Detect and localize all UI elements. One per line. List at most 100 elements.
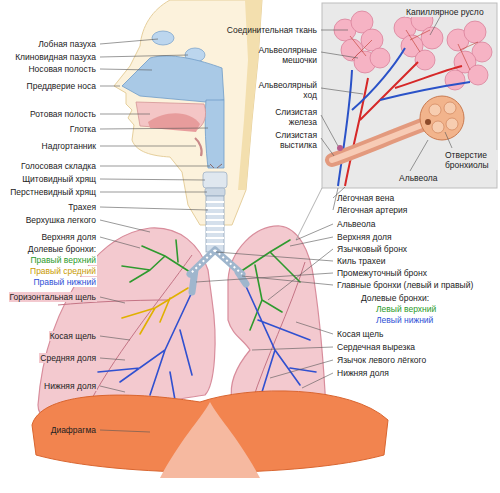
drawing-part <box>244 282 316 392</box>
drawing-part <box>100 220 150 232</box>
thyroid-cartilage <box>203 172 227 188</box>
part-label: Лёгочная артерия <box>336 205 408 215</box>
inset-panel <box>322 3 497 188</box>
vocal-fold <box>210 164 222 168</box>
part-label: Нижняя доля <box>43 381 97 391</box>
part-label: Долевые бронхи: <box>27 244 97 254</box>
part-label: Щитовидный хрящ <box>21 174 97 184</box>
drawing-part <box>100 39 158 44</box>
drawing-part <box>100 69 152 70</box>
part-label: Глотка <box>69 124 97 134</box>
alveolar-sacs <box>334 9 492 90</box>
part-label: Альвеолярный ход <box>248 80 318 100</box>
mucosa <box>332 122 430 160</box>
part-label: Язычок левого лёгкого <box>336 355 427 365</box>
drawing-part <box>100 114 150 115</box>
part-label: Правый верхний <box>29 255 97 265</box>
drawing-part <box>100 86 120 87</box>
drawing-part <box>100 336 130 340</box>
drawing-part <box>446 118 458 130</box>
drawing-part <box>321 88 363 94</box>
trachea-tube <box>206 196 224 252</box>
part-label: Правый средний <box>29 266 97 276</box>
part-label: Преддверие носа <box>26 81 97 91</box>
drawing-part <box>445 132 452 148</box>
part-label: Носовая полость <box>27 64 97 74</box>
drawing-part <box>410 140 428 171</box>
drawing-part <box>445 70 465 90</box>
part-label: Косая щель <box>336 329 384 339</box>
part-label: Верхняя доля <box>40 232 97 242</box>
bronchiole-opening <box>425 119 431 125</box>
part-label: Верхняя доля <box>336 232 393 242</box>
drawing-part <box>122 288 188 334</box>
drawing-part <box>415 50 435 70</box>
capillary-bed <box>350 30 478 70</box>
drawing-part <box>370 48 390 68</box>
part-label: Средняя доля <box>39 353 97 363</box>
drawing-part <box>468 65 488 85</box>
alveolus <box>420 96 464 140</box>
bronchial-tree <box>98 240 316 400</box>
part-label: Горизонтальная щель <box>9 292 98 302</box>
drawing-part <box>296 322 333 334</box>
drawing-part <box>296 224 333 240</box>
part-label: Слизистая железа <box>248 107 318 127</box>
epiglottis <box>195 138 202 156</box>
drawing-part <box>290 237 333 246</box>
main-bronchi <box>190 250 246 292</box>
drawing-part <box>122 240 190 282</box>
drawing-part <box>100 358 125 360</box>
drawing-part <box>464 21 486 43</box>
part-label: Язычковый бронх <box>336 244 408 254</box>
drawing-part <box>444 102 456 114</box>
bronchiole <box>332 122 430 160</box>
nasal-cavity <box>122 56 224 102</box>
drawing-part <box>100 237 140 248</box>
drawing-part <box>100 166 210 167</box>
frontal-sinus <box>152 31 174 45</box>
drawing-part <box>100 386 125 392</box>
part-label: Голосовая складка <box>20 161 97 171</box>
part-label: Левый верхний <box>375 304 437 314</box>
inset-callout <box>296 188 322 240</box>
pharynx <box>205 100 224 168</box>
drawing-part <box>100 179 205 180</box>
part-label: Альвеола <box>398 173 438 183</box>
drawing-part <box>100 430 150 432</box>
drawing-part <box>216 252 333 261</box>
leader-lines <box>100 17 452 432</box>
drawing-part <box>196 273 333 282</box>
drawing-part <box>100 192 207 193</box>
cricoid-cartilage <box>205 188 225 196</box>
drawing-part <box>429 104 441 116</box>
part-label: Косая щель <box>49 331 97 341</box>
part-label: Надгортанник <box>41 141 97 151</box>
drawing-part <box>100 297 125 303</box>
drawing-part <box>421 27 443 49</box>
part-label: Лобная пазуха <box>37 39 97 49</box>
drawing-part <box>321 138 334 156</box>
part-label: Нижняя доля <box>336 368 390 378</box>
tongue <box>148 113 200 132</box>
drawing-part <box>252 347 333 350</box>
drawing-part <box>98 292 192 400</box>
alveolus-cells <box>429 102 458 133</box>
trachea-rings <box>206 202 224 244</box>
part-label: Правый нижний <box>32 277 97 287</box>
part-label: Отверстие бронхиолы <box>444 150 498 170</box>
drawing-part <box>432 121 444 133</box>
oblique-fissure <box>85 255 192 412</box>
alveoli-inset <box>322 3 497 188</box>
part-label: Ротовая полость <box>29 109 97 119</box>
part-label: Верхушка легкого <box>25 215 97 225</box>
drawing-part <box>100 207 208 210</box>
left-lung <box>228 226 326 418</box>
part-label: Соединительная ткань <box>226 25 318 35</box>
part-label: Альвеолярные мешочки <box>248 45 318 65</box>
drawing-part <box>100 146 196 147</box>
part-label: Диафрагма <box>50 425 97 435</box>
part-label: Главные бронхи (левый и правый) <box>336 280 474 290</box>
part-label: Промежуточный бронх <box>336 268 428 278</box>
